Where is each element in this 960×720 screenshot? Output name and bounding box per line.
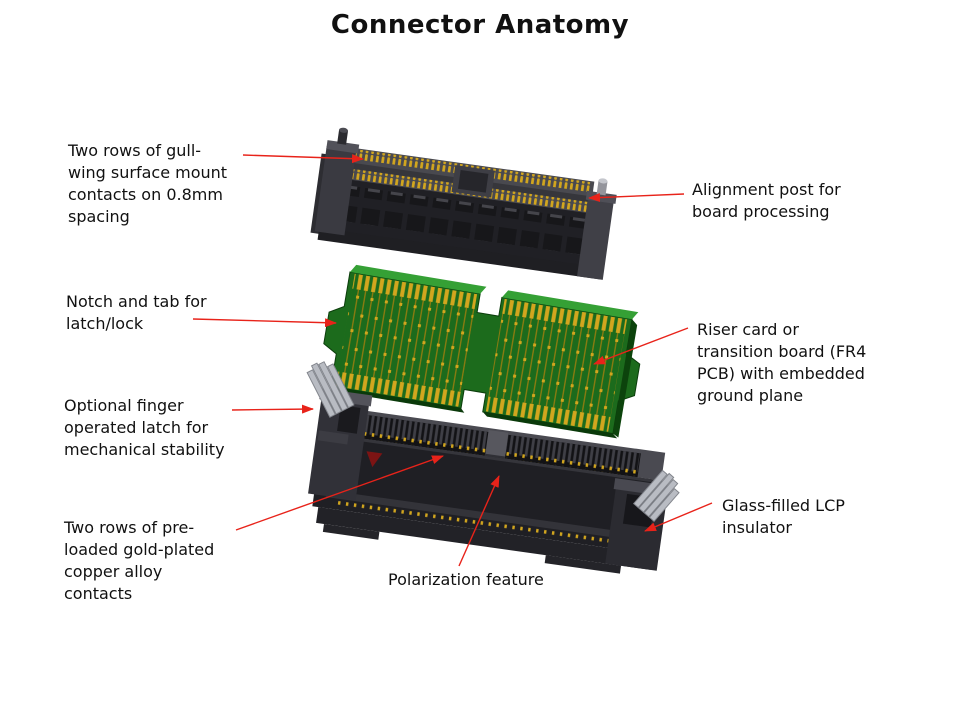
polarization-key (484, 430, 509, 460)
solder-tail-row (332, 500, 635, 548)
label-lcp-insulator: Glass-filled LCP insulator (722, 496, 845, 537)
finger-latch-right (632, 469, 680, 523)
label-riser-card: Riser card or transition board (FR4 PCB)… (697, 320, 867, 405)
alignment-post-left (337, 127, 349, 145)
edge-pads-top-right (502, 298, 627, 335)
label-finger-latch: Optional finger operated latch for mecha… (64, 396, 225, 459)
riser-card-pcb (323, 264, 641, 439)
leader-notch-tab (192, 318, 337, 328)
leader-riser-card (593, 327, 689, 365)
edge-pads-bottom-right (485, 396, 611, 432)
edge-pads-bottom-left (335, 371, 461, 407)
label-polarization-feature: Polarization feature (388, 570, 544, 589)
edge-pads-top-left (352, 273, 478, 310)
leader-gull-wing (242, 154, 364, 164)
leader-preloaded-contacts (235, 455, 444, 531)
finger-latch-left (306, 361, 355, 418)
page-title: Connector Anatomy (330, 10, 630, 40)
bottom-connector-receptacle (306, 361, 680, 574)
label-alignment-post: Alignment post for board processing (692, 180, 841, 221)
alignment-post-right (596, 178, 608, 196)
leader-lcp-insulator (644, 502, 713, 532)
top-connector-plug (310, 127, 617, 280)
leader-finger-latch (231, 404, 314, 414)
label-preloaded-contacts: Two rows of pre- loaded gold-plated copp… (64, 518, 215, 603)
polarity-triangle-marker (366, 451, 383, 468)
front-slots (344, 185, 590, 255)
leader-polarization (458, 475, 500, 567)
label-notch-and-tab: Notch and tab for latch/lock (66, 292, 207, 333)
label-gull-wing-contacts: Two rows of gull- wing surface mount con… (68, 141, 228, 226)
leader-lines (192, 154, 713, 567)
leader-alignment-post (588, 193, 685, 203)
